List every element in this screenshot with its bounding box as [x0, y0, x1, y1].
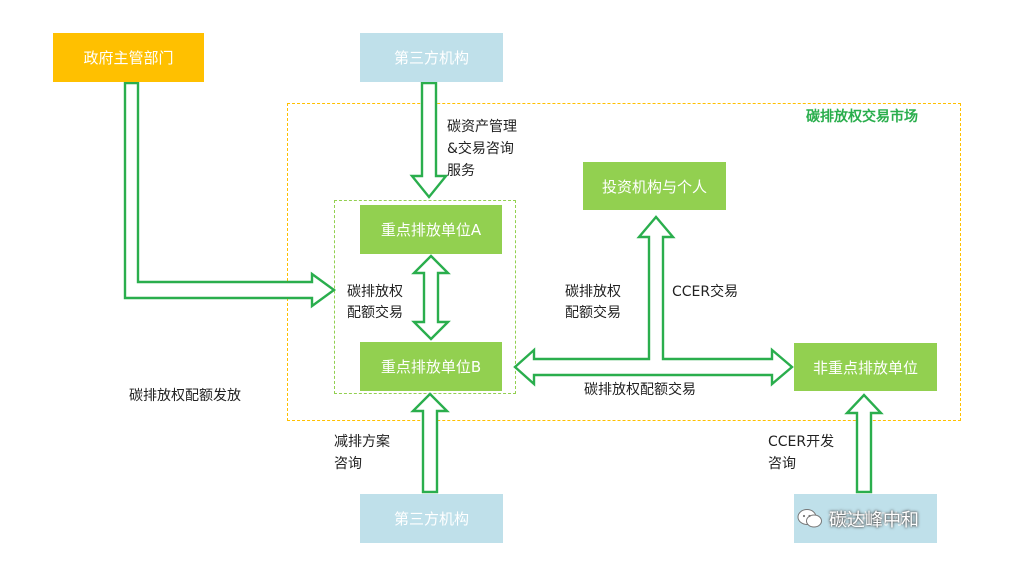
ab-trade-label-1: 碳排放权: [347, 284, 403, 300]
market-title: 碳排放权交易市场: [806, 109, 918, 125]
ab-trade-arrow: [411, 254, 451, 341]
non-key-unit-box: 非重点排放单位: [794, 343, 937, 391]
horizontal-trade-label: 碳排放权配额交易: [584, 382, 696, 398]
key-unit-a-box: 重点排放单位A: [360, 205, 502, 254]
gov-allocation-arrow: [123, 81, 337, 309]
wechat-icon: [797, 509, 822, 528]
government-dept-box: 政府主管部门: [53, 33, 204, 82]
allocation-label: 碳排放权配额发放: [129, 388, 241, 404]
watermark: 碳达峰中和: [797, 506, 919, 532]
third-party-bottom-box: 第三方机构: [360, 494, 503, 543]
quota-trade-arrow: [513, 215, 794, 387]
reduction-consult-arrow: [410, 392, 450, 494]
investor-trade-label-1: 碳排放权: [565, 284, 621, 300]
ccer-trade-label: CCER交易: [672, 284, 739, 300]
investor-trade-label-2: 配额交易: [565, 305, 621, 321]
ccer-dev-label-2: 咨询: [768, 456, 796, 472]
reduction-label-2: 咨询: [334, 456, 362, 472]
asset-mgmt-label-1: 碳资产管理: [447, 119, 517, 135]
key-units-boundary: [334, 200, 516, 394]
asset-mgmt-label-2: &交易咨询: [447, 141, 514, 157]
asset-mgmt-label-3: 服务: [447, 163, 475, 179]
ccer-dev-label-1: CCER开发: [768, 434, 835, 450]
reduction-label-1: 减排方案: [334, 434, 390, 450]
watermark-text: 碳达峰中和: [829, 510, 919, 531]
investors-box: 投资机构与个人: [583, 162, 726, 210]
third-party-top-box: 第三方机构: [360, 33, 503, 82]
ccer-dev-arrow: [844, 393, 884, 494]
carbon-market-boundary: [287, 103, 961, 421]
third-party-service-arrow: [409, 81, 449, 199]
key-unit-b-box: 重点排放单位B: [360, 342, 502, 391]
ab-trade-label-2: 配额交易: [347, 305, 403, 321]
